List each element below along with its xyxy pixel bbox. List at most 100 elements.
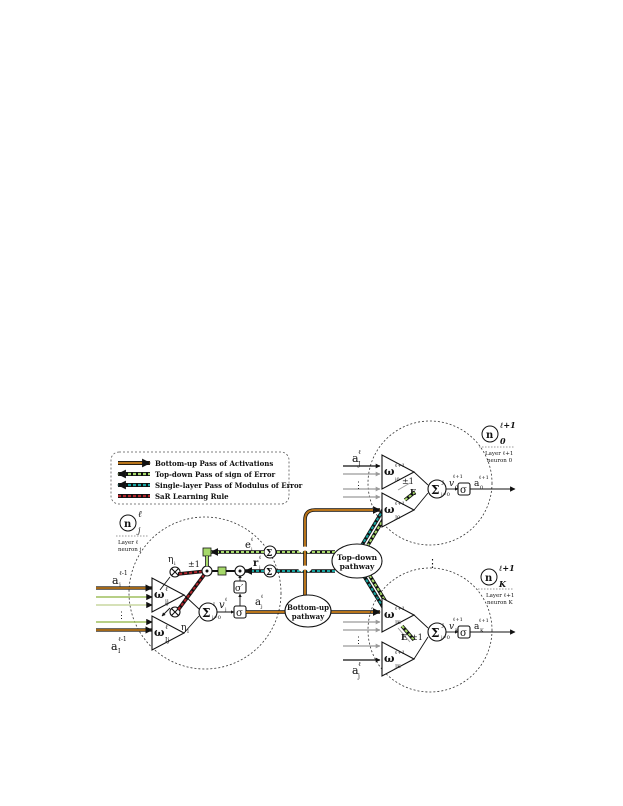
neuron-j-input-top-label: a bbox=[112, 574, 119, 587]
neuron-j-sign-sum-label: Σ bbox=[266, 549, 272, 559]
neuron-j-output-sup: ℓ bbox=[261, 594, 263, 600]
neuron-j-weight-bottom-sub: Ij bbox=[165, 637, 169, 644]
neuron-j-inputs bbox=[96, 584, 153, 634]
neuron-0-badge-n: n bbox=[486, 430, 494, 441]
neuron-j-eta-top-sub: i bbox=[174, 561, 176, 567]
legend-bottom-up-label: Bottom-up Pass of Activations bbox=[155, 459, 273, 468]
neuron-0-neuron-label: neuron 0 bbox=[487, 458, 513, 464]
neuron-j-r-sup: ℓ bbox=[259, 555, 261, 561]
neuron-j-output-label: a bbox=[255, 597, 261, 608]
neuron-K-boundary bbox=[367, 567, 493, 693]
neuron-0-weight-bottom-sup: ℓ+1 bbox=[395, 501, 405, 507]
neuron-0-badge-sub: 0 bbox=[500, 436, 506, 446]
neuron-K-dots: ⋮ bbox=[354, 636, 363, 646]
neuron-j-eta-bottom-sub: I bbox=[187, 629, 189, 635]
legend-box bbox=[110, 451, 290, 505]
neuron-j-eta-bottom-label: η bbox=[181, 623, 186, 633]
neuron-j-weight-bottom-triangle bbox=[151, 615, 186, 651]
neuron-j-weight-top-sup: ℓ bbox=[165, 586, 168, 593]
neuron-0-output-sup: ℓ+1 bbox=[479, 475, 489, 481]
neuron-0-boundary bbox=[367, 420, 493, 546]
neuron-j-boundary bbox=[128, 516, 282, 670]
neuron-0-sum-sup: J bbox=[441, 480, 444, 486]
neuron-0-v-label: v bbox=[449, 479, 454, 489]
legend: Bottom-up Pass of Activations Top-down P… bbox=[110, 451, 303, 505]
bottom-up-pathway-ellipse bbox=[284, 594, 332, 628]
neuron-j-weight-bottom-label: ω bbox=[154, 626, 165, 639]
neuron-K-badge-n: n bbox=[485, 573, 493, 584]
neuron-0-weight-bottom-triangle bbox=[381, 492, 416, 528]
bottom-up-pathway: Bottom-up pathway bbox=[284, 594, 332, 628]
neuron-j-input-top-sup: ℓ-1 bbox=[119, 570, 128, 577]
neuron-0-weight-top-label: ω bbox=[384, 465, 395, 478]
neuron-0-sum-sub: j=0 bbox=[440, 492, 450, 498]
neuron-K-sum-label: Σ bbox=[431, 626, 439, 640]
neuron-0-weight-bottom-label: ω bbox=[384, 503, 395, 516]
neuron-K-neuron-label: neuron K bbox=[487, 600, 514, 606]
neuron-j-e-sub: j bbox=[250, 547, 253, 553]
neuron-j-sigma-label: σ bbox=[236, 608, 243, 619]
neuron-j-sum-sub: i=0 bbox=[212, 615, 221, 621]
neuron-j-badge bbox=[119, 514, 137, 532]
neuron-j-badge-n: n bbox=[124, 519, 132, 530]
neuron-K: n ℓ+1 K Layer ℓ+1 neuron K ⋮ a ℓ j ω ℓ+1… bbox=[343, 563, 516, 693]
neuron-K-weight-bottom-sub: JK bbox=[394, 664, 401, 670]
neuron-K-v-label: v bbox=[449, 622, 454, 632]
neuron-j-weight-bottom-sup: ℓ bbox=[165, 624, 168, 631]
neuron-0-dots: ⋮ bbox=[354, 481, 363, 491]
neuron-K-badge-sup: ℓ+1 bbox=[499, 563, 515, 573]
bottom-up-pathway-label-1: Bottom-up bbox=[287, 603, 329, 612]
neuron-j-badge-sub: j bbox=[136, 526, 141, 535]
neuron-j-pm-label: ±1 bbox=[188, 560, 200, 569]
neuron-0-e-label: E bbox=[410, 487, 416, 497]
neuron-K-input-sup: ℓ bbox=[358, 661, 361, 668]
neuron-0-badge bbox=[481, 425, 499, 443]
neuron-K-input-sub: j bbox=[357, 673, 360, 680]
neuron-j-sign-square-mid bbox=[217, 566, 227, 576]
legend-top-down-label: Top-down Pass of sign of Error bbox=[155, 470, 276, 479]
neuron-j-modulus-sum-label: Σ bbox=[266, 568, 272, 578]
neuron-0-weight-top-sub: j0 bbox=[394, 477, 400, 483]
neuron-j-badge-sup: ℓ bbox=[138, 510, 142, 520]
neuron-j-v-sub: j bbox=[224, 607, 227, 613]
neuron-j-eta-top-label: η bbox=[168, 555, 173, 565]
neuron-j-sign-square-top bbox=[202, 547, 212, 557]
neuron-K-output-sup: ℓ+1 bbox=[479, 618, 489, 624]
neuron-j-r-sub: j bbox=[258, 565, 261, 571]
neuron-K-weight-bottom-sup: ℓ+1 bbox=[395, 650, 405, 656]
neuron-0-input-label: a bbox=[352, 452, 359, 465]
top-down-pathway-label-1: Top-down bbox=[337, 553, 378, 562]
neuron-K-input-label: a bbox=[352, 664, 359, 677]
top-down-pathway: Top-down pathway bbox=[331, 543, 383, 579]
neuron-K-weight-top-sub: JK bbox=[394, 620, 401, 626]
neuron-K-layer-label: Layer ℓ+1 bbox=[486, 593, 514, 599]
neuron-j-weight-top-label: ω bbox=[154, 588, 165, 601]
neuron-0-layer-label: Layer ℓ+1 bbox=[485, 451, 513, 457]
neuron-j-layer-label: Layer ℓ bbox=[118, 540, 139, 546]
neuron-K-weight-top-triangle bbox=[381, 597, 416, 633]
neuron-K-e-label: E bbox=[401, 632, 407, 642]
neuron-K-pm-label: ±1 bbox=[411, 633, 423, 642]
neuron-0-sigma-label: σ bbox=[460, 485, 467, 496]
neuron-K-sigma-label: σ bbox=[460, 628, 467, 639]
neuron-K-weight-top-sup: ℓ+1 bbox=[395, 606, 405, 612]
neuron-K-v-sup: ℓ+1 bbox=[453, 617, 463, 623]
neuron-j-v-label: v bbox=[219, 600, 225, 611]
neuron-j-sigma-prime-label: σ′ bbox=[235, 584, 243, 594]
neuron-j-input-bottom-sup: ℓ-1 bbox=[118, 636, 127, 643]
top-down-pathway-label-2: pathway bbox=[340, 562, 375, 571]
neuron-0-sum-label: Σ bbox=[431, 483, 439, 497]
neuron-K-sum-sup: J bbox=[441, 623, 444, 629]
neuron-0-input-sup: ℓ bbox=[358, 449, 361, 456]
neuron-0-v-sup: ℓ+1 bbox=[453, 474, 463, 480]
neuron-0-output-label: a bbox=[474, 479, 480, 489]
neuron-0-output-sub: 0 bbox=[480, 485, 483, 491]
neuron-j-input-bottom-label: a bbox=[111, 640, 118, 653]
neuron-j-weight-top-sub: ij bbox=[165, 599, 169, 606]
neuron-K-badge bbox=[480, 568, 498, 586]
neuron-j-e-sup: ℓ bbox=[251, 537, 253, 543]
neuron-0-badge-sup: ℓ+1 bbox=[500, 420, 516, 430]
neuron-0-weight-bottom-sub: J0 bbox=[394, 515, 400, 521]
neuron-j-e-label: e bbox=[245, 540, 251, 551]
